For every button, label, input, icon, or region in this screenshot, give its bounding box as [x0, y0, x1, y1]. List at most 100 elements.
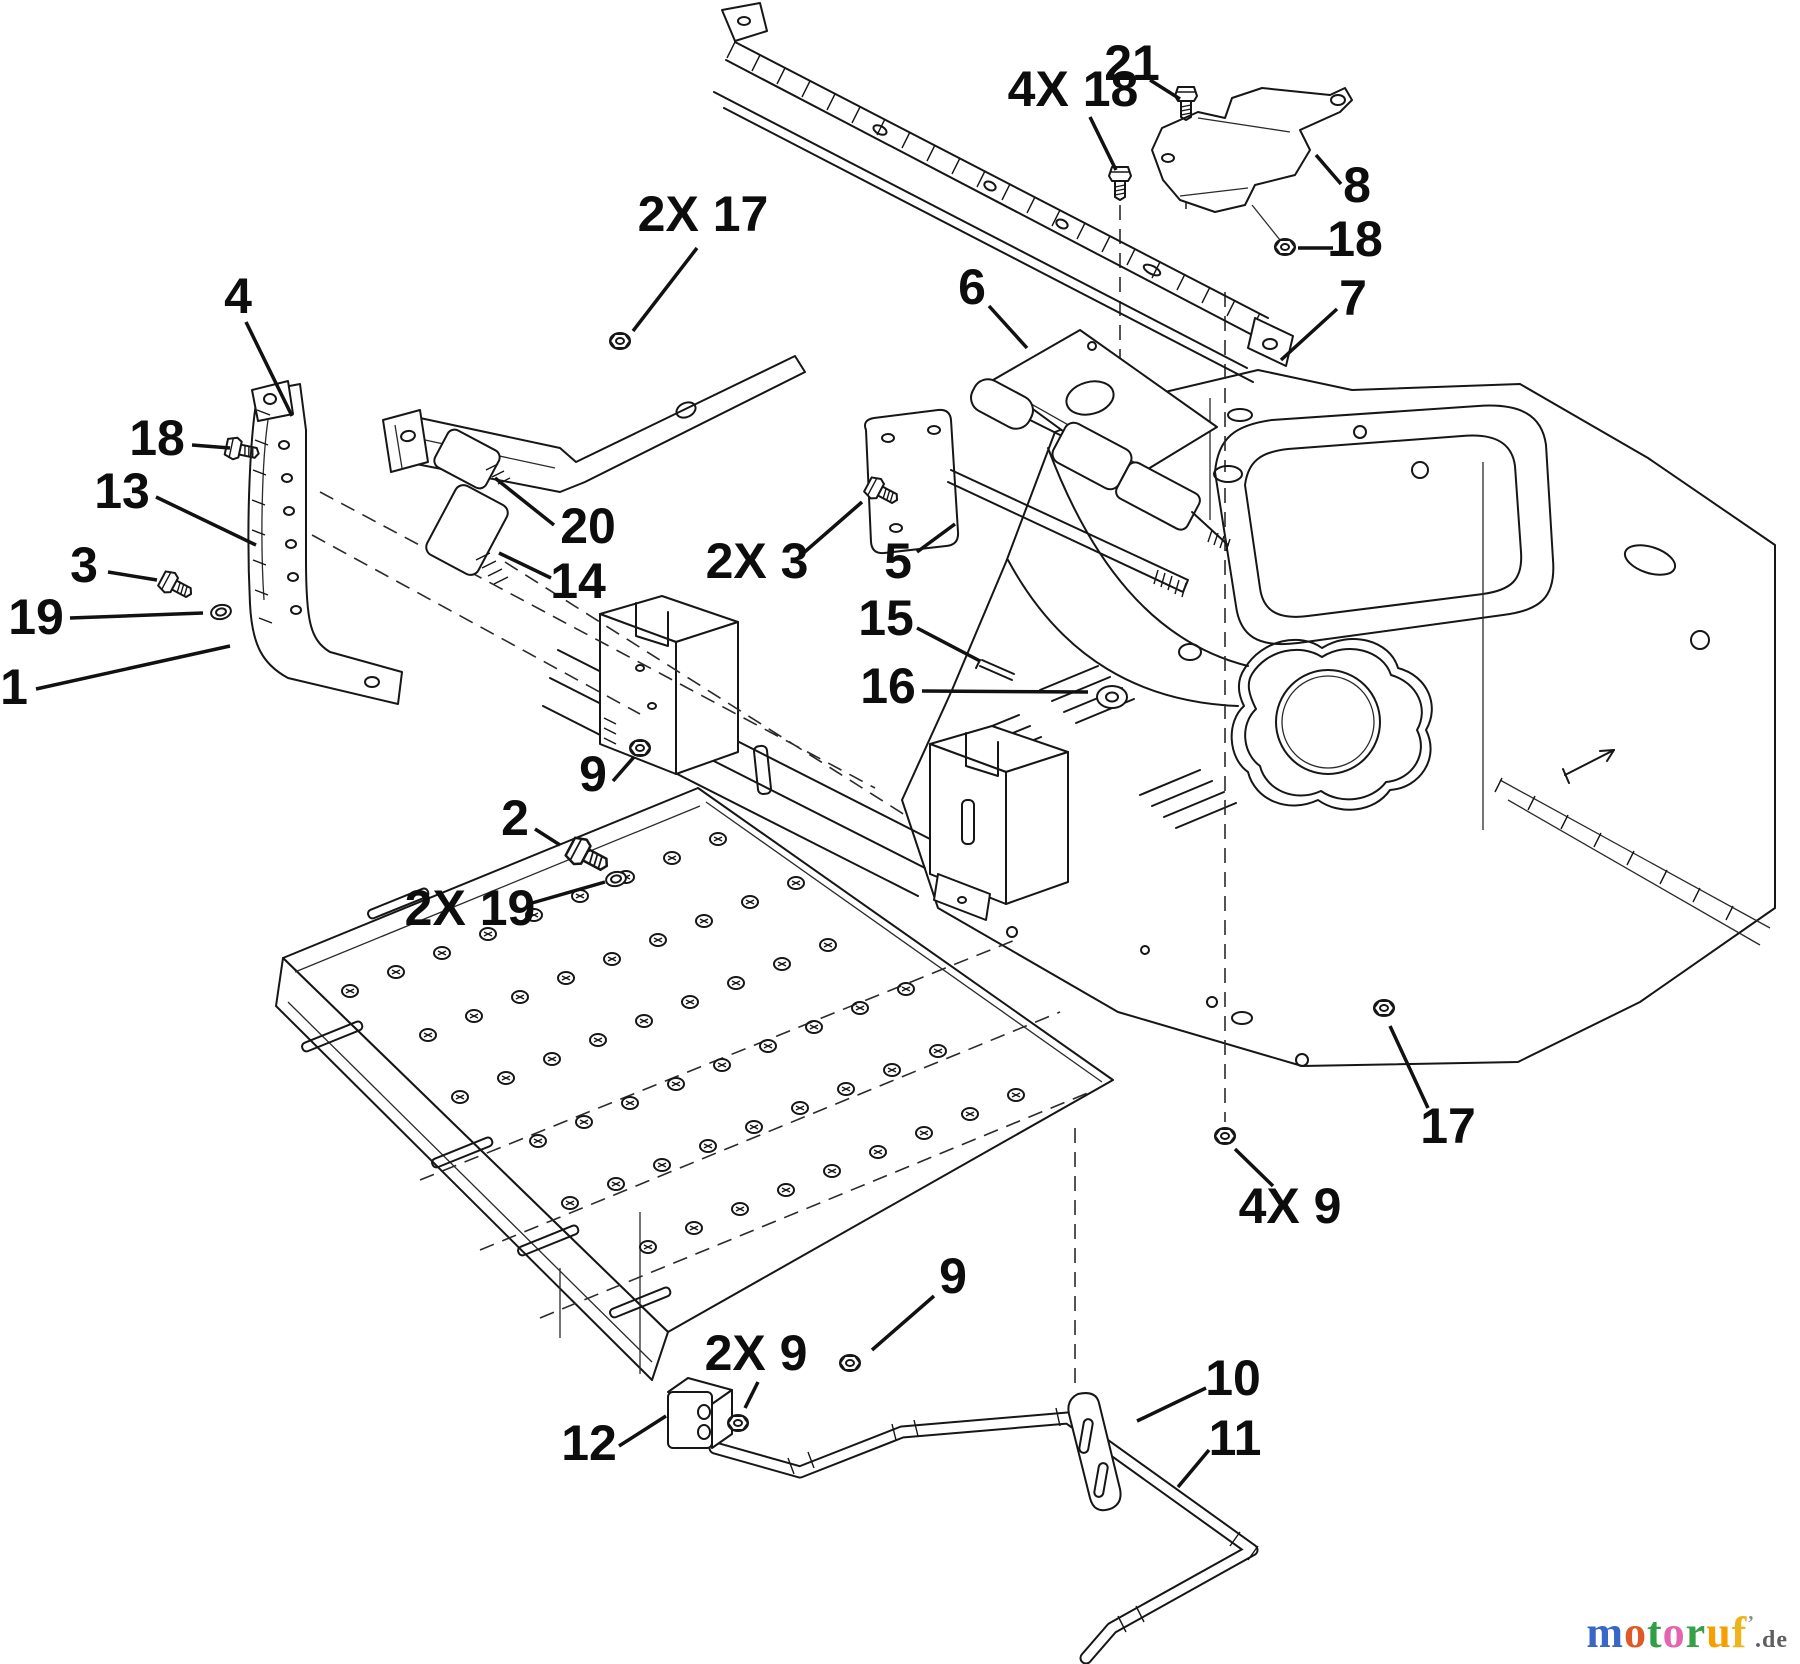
callout-label: 13 [94, 463, 150, 519]
leader-line [35, 644, 231, 691]
callout-6: 6 [958, 259, 1029, 350]
callout-label: 21 [1104, 35, 1160, 91]
brake-rod [708, 1407, 1259, 1664]
leader-line [493, 476, 556, 527]
leader-line [1088, 116, 1118, 171]
callout-label: 11 [1209, 1410, 1262, 1466]
callout-label: 1 [0, 659, 28, 715]
callout-8: 8 [1314, 153, 1371, 213]
callout-3: 3 [70, 537, 158, 593]
nut-2x17 [609, 332, 631, 350]
leader-line [921, 689, 1089, 694]
leader-line [618, 1414, 667, 1448]
nut-4x9 [1214, 1127, 1236, 1145]
callout-4: 4 [224, 268, 294, 417]
callout-16: 16 [860, 658, 1089, 714]
callout-label: 14 [550, 553, 606, 609]
leader-line [870, 1294, 936, 1352]
watermark-letter: m [1586, 1608, 1624, 1657]
washer-19 [208, 602, 234, 622]
callout-label: 10 [1205, 1350, 1261, 1406]
callout-label: 2 [501, 790, 529, 846]
callout-label: 19 [8, 589, 64, 645]
callout-2x-19: 2X 19 [405, 880, 606, 936]
nut-17 [1373, 999, 1395, 1017]
callout-13: 13 [94, 463, 257, 547]
spacer-bushing [1096, 685, 1128, 709]
callout-label: 2X 3 [706, 533, 809, 589]
callout-label: 4X 18 [1008, 61, 1139, 117]
arm-pad-upper [433, 428, 511, 490]
watermark-letter: t [1647, 1608, 1663, 1657]
leader-line [531, 880, 606, 905]
damper-assembly [970, 378, 1243, 552]
leader-line [534, 827, 561, 847]
assembly-axis-lines [311, 122, 1226, 1385]
callout-2: 2 [501, 790, 561, 847]
callout-label: 2X 9 [705, 1325, 808, 1381]
callout-21: 21 [1104, 35, 1181, 101]
leader-line [1233, 1147, 1275, 1188]
leader-line [155, 495, 257, 547]
callout-label: 18 [129, 410, 185, 466]
callout-17: 17 [1388, 1025, 1476, 1154]
callout-7: 7 [1279, 270, 1367, 362]
watermark: motoruf’.de [1586, 1607, 1788, 1658]
leader-line [743, 1381, 760, 1409]
leader-line [1136, 1386, 1207, 1423]
nut-18-right [1274, 238, 1296, 256]
callout-label: 7 [1339, 270, 1367, 326]
leader-line [1388, 1025, 1430, 1109]
callout-9: 9 [870, 1248, 967, 1352]
seat-tower-left [599, 595, 739, 775]
callout-label: 18 [1327, 211, 1383, 267]
leader-line [1176, 1448, 1211, 1489]
callout-2x-17: 2X 17 [631, 186, 769, 333]
rod-strap [1067, 1392, 1122, 1512]
watermark-letter: o [1662, 1608, 1686, 1657]
watermark-tick: ’ [1747, 1612, 1755, 1634]
leader-line [611, 755, 636, 783]
callout-12: 12 [561, 1414, 667, 1471]
nut-2x9 [727, 1414, 749, 1432]
callout-label: 3 [70, 537, 98, 593]
direction-arrow-icon [1562, 749, 1615, 784]
callout-18: 18 [129, 410, 231, 466]
leader-line [987, 304, 1029, 350]
leader-line [498, 551, 552, 580]
callout-label: 2X 19 [405, 880, 536, 936]
callout-label: 2X 17 [638, 186, 769, 242]
callout-19: 19 [8, 589, 204, 645]
nut-9-upper [629, 739, 651, 757]
leader-line [191, 443, 231, 450]
rubber-bumper [667, 1377, 733, 1449]
leader-line [107, 570, 158, 582]
callout-label: 17 [1420, 1098, 1476, 1154]
leader-line [1314, 153, 1343, 186]
callout-4x-18: 4X 18 [1008, 61, 1139, 171]
arm-pad-lower [425, 484, 509, 585]
watermark-letter: o [1624, 1608, 1647, 1657]
callout-label: 9 [939, 1248, 967, 1304]
callout-1: 1 [0, 644, 231, 715]
callout-5: 5 [884, 522, 957, 589]
callout-2x-9: 2X 9 [705, 1325, 808, 1409]
relay-bracket [1151, 87, 1353, 241]
callout-20: 20 [493, 476, 616, 554]
callout-label: 20 [560, 498, 616, 554]
callout-label: 6 [958, 259, 986, 315]
callout-2x-3: 2X 3 [706, 500, 864, 589]
callout-label: 5 [884, 533, 912, 589]
leader-line [916, 626, 981, 663]
seat-tower-right [929, 725, 1069, 921]
watermark-letter: u [1706, 1608, 1732, 1657]
callout-18: 18 [1298, 211, 1383, 267]
watermark-brand: motoruf [1586, 1608, 1747, 1657]
leader-line [798, 500, 864, 558]
nut-9-lower [839, 1354, 861, 1372]
bolt-4x18 [1108, 166, 1132, 201]
leader-line [244, 321, 294, 417]
